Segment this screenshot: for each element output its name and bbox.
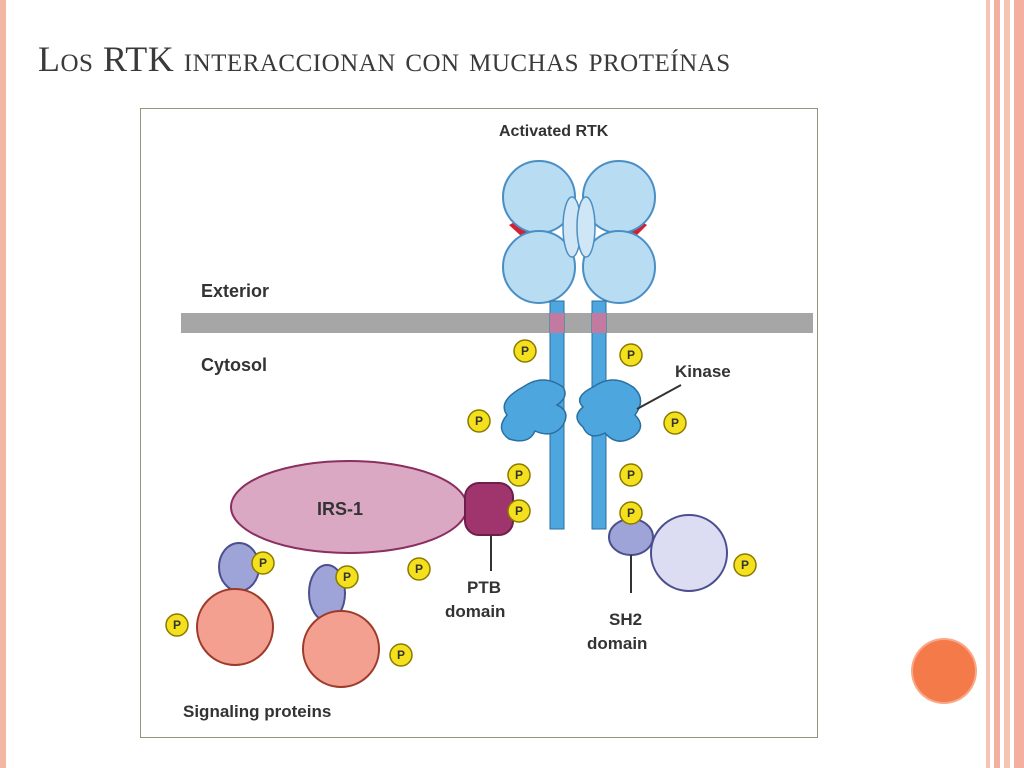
signaling-protein-right bbox=[302, 564, 380, 688]
phosphate-4: P bbox=[663, 411, 687, 435]
sh2-partner-protein bbox=[650, 514, 728, 592]
label-irs1: IRS-1 bbox=[317, 499, 363, 519]
rtk-diagram-frame: Activated RTK Exterior Cytosol bbox=[140, 108, 818, 738]
rtk-diagram: Activated RTK Exterior Cytosol bbox=[165, 123, 813, 721]
svg-text:P: P bbox=[671, 416, 679, 430]
label-ptb-line2: domain bbox=[445, 602, 505, 621]
svg-text:P: P bbox=[627, 348, 635, 362]
svg-text:P: P bbox=[627, 468, 635, 482]
phosphate-10: P bbox=[335, 565, 359, 589]
phosphate-8: P bbox=[619, 501, 643, 525]
label-cytosol: Cytosol bbox=[201, 355, 267, 375]
kinase-domain-left bbox=[500, 379, 567, 442]
slide-right-decoration bbox=[976, 0, 1024, 768]
phosphate-12: P bbox=[165, 613, 189, 637]
kinase-domains bbox=[500, 379, 642, 442]
phosphate-6: P bbox=[507, 499, 531, 523]
label-signaling-proteins: Signaling proteins bbox=[183, 702, 331, 721]
receptor-domain-lower-right bbox=[582, 230, 656, 304]
svg-text:P: P bbox=[521, 344, 529, 358]
phosphate-7: P bbox=[619, 463, 643, 487]
phosphate-14: P bbox=[733, 553, 757, 577]
svg-text:P: P bbox=[343, 570, 351, 584]
tm-segment-left bbox=[550, 313, 564, 333]
phosphate-2: P bbox=[619, 343, 643, 367]
phosphate-groups: P P P P P P P P P P P P P P bbox=[165, 339, 757, 667]
svg-text:P: P bbox=[515, 504, 523, 518]
receptor-domain-lower-left bbox=[502, 230, 576, 304]
label-activated-rtk: Activated RTK bbox=[499, 123, 609, 140]
svg-text:P: P bbox=[741, 558, 749, 572]
signaling-protein-right-body bbox=[302, 610, 380, 688]
phosphate-11: P bbox=[407, 557, 431, 581]
receptor-hinge-right bbox=[576, 196, 596, 258]
tm-segment-right bbox=[592, 313, 606, 333]
phosphate-5: P bbox=[507, 463, 531, 487]
svg-text:P: P bbox=[515, 468, 523, 482]
decorative-orange-circle bbox=[913, 640, 975, 702]
phosphate-9: P bbox=[251, 551, 275, 575]
cell-membrane bbox=[181, 313, 813, 333]
phosphate-13: P bbox=[389, 643, 413, 667]
label-ptb-line1: PTB bbox=[467, 578, 501, 597]
svg-text:P: P bbox=[259, 556, 267, 570]
kinase-pointer bbox=[636, 384, 682, 410]
label-sh2-line1: SH2 bbox=[609, 610, 642, 629]
phosphate-3: P bbox=[467, 409, 491, 433]
label-kinase: Kinase bbox=[675, 362, 731, 381]
svg-text:P: P bbox=[397, 648, 405, 662]
receptor-extracellular-domains bbox=[502, 160, 656, 304]
ptb-domain bbox=[464, 482, 514, 536]
svg-text:P: P bbox=[627, 506, 635, 520]
signaling-protein-left bbox=[196, 542, 274, 666]
signaling-protein-left-body bbox=[196, 588, 274, 666]
phosphate-1: P bbox=[513, 339, 537, 363]
svg-text:P: P bbox=[415, 562, 423, 576]
slide-title: Los RTK interaccionan con muchas proteín… bbox=[38, 39, 731, 79]
label-exterior: Exterior bbox=[201, 281, 269, 301]
svg-text:P: P bbox=[475, 414, 483, 428]
svg-text:P: P bbox=[173, 618, 181, 632]
kinase-domain-right bbox=[576, 379, 642, 442]
label-sh2-line2: domain bbox=[587, 634, 647, 653]
